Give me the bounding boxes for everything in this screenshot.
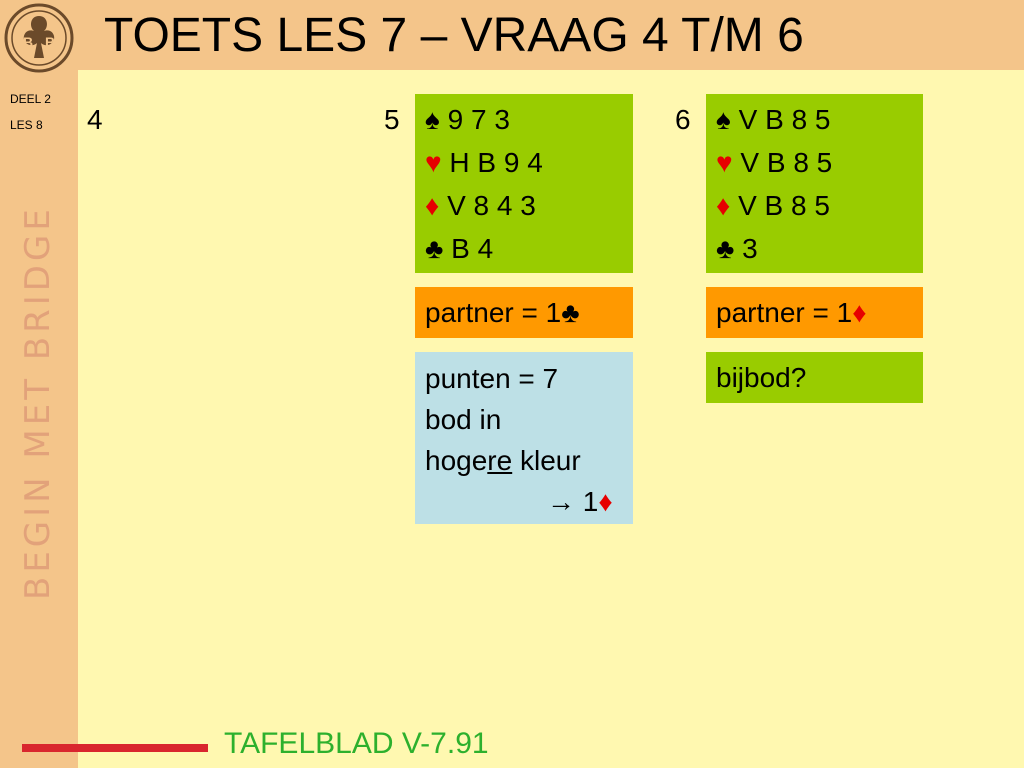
partner-box-5: partner = 1♣ [415,287,633,338]
footer-text: TAFELBLAD V-7.91 [224,727,489,760]
hand-row-spades: ♠ 9 7 3 [425,98,633,141]
diamond-icon: ♦ [716,190,731,221]
hand-row-hearts: ♥ H B 9 4 [425,141,633,184]
question-box-6: bijbod? [706,352,923,403]
bmb-logo-icon: B B [4,3,74,73]
partner-box-6: partner = 1♦ [706,287,923,338]
svg-text:B: B [23,34,33,50]
deel-label: DEEL 2 [10,92,51,106]
les-label: LES 8 [10,118,43,132]
clubs-cards: 3 [742,233,758,264]
partner-label: partner = 1 [425,297,562,328]
answer-line-result: → 1♦ [547,486,613,517]
bijbod-question: bijbod? [716,362,807,393]
club-icon: ♣ [716,233,735,264]
sidebar: B B DEEL 2 LES 8 BEGIN MET BRIDGE [0,0,78,768]
spades-cards: V B 8 5 [738,104,831,135]
spade-icon: ♠ [425,104,440,135]
hand-row-clubs: ♣ 3 [716,227,923,270]
answer-line-suit: hogere kleur [425,445,581,476]
partner-label: partner = 1 [716,297,853,328]
header-bar [78,0,1024,70]
hand-row-diamonds: ♦ V B 8 5 [716,184,923,227]
question-number-5: 5 [384,104,400,135]
page-title: TOETS LES 7 – VRAAG 4 T/M 6 [104,9,804,62]
clubs-cards: B 4 [451,233,494,264]
hearts-cards: H B 9 4 [449,147,543,178]
hearts-cards: V B 8 5 [740,147,833,178]
diamonds-cards: V B 8 5 [738,190,830,221]
question-number-6: 6 [675,104,691,135]
hand-row-clubs: ♣ B 4 [425,227,633,270]
hand-row-diamonds: ♦ V 8 4 3 [425,184,633,227]
question-number-4: 4 [87,104,103,135]
diamond-icon: ♦ [425,190,440,221]
spades-cards: 9 7 3 [447,104,510,135]
diamond-icon: ♦ [598,486,613,517]
heart-icon: ♥ [425,147,442,178]
diamond-icon: ♦ [852,297,867,328]
answer-box-5: punten = 7 bod in hogere kleur → 1♦ [415,352,633,524]
club-icon: ♣ [561,297,580,328]
arrow-right-icon: → [547,486,575,517]
hand-box-5: ♠ 9 7 3 ♥ H B 9 4 ♦ V 8 4 3 ♣ B 4 [415,94,633,273]
hand-box-6: ♠ V B 8 5 ♥ V B 8 5 ♦ V B 8 5 ♣ 3 [706,94,923,273]
svg-text:B: B [45,34,55,50]
spade-icon: ♠ [716,104,731,135]
answer-line-points: punten = 7 [425,363,559,394]
hand-row-spades: ♠ V B 8 5 [716,98,923,141]
answer-line-bid: bod in [425,404,502,435]
hand-row-hearts: ♥ V B 8 5 [716,141,923,184]
club-icon: ♣ [425,233,444,264]
footer-line [22,744,208,752]
diamonds-cards: V 8 4 3 [447,190,536,221]
vertical-brand-text: BEGIN MET BRIDGE [18,205,58,600]
heart-icon: ♥ [716,147,733,178]
